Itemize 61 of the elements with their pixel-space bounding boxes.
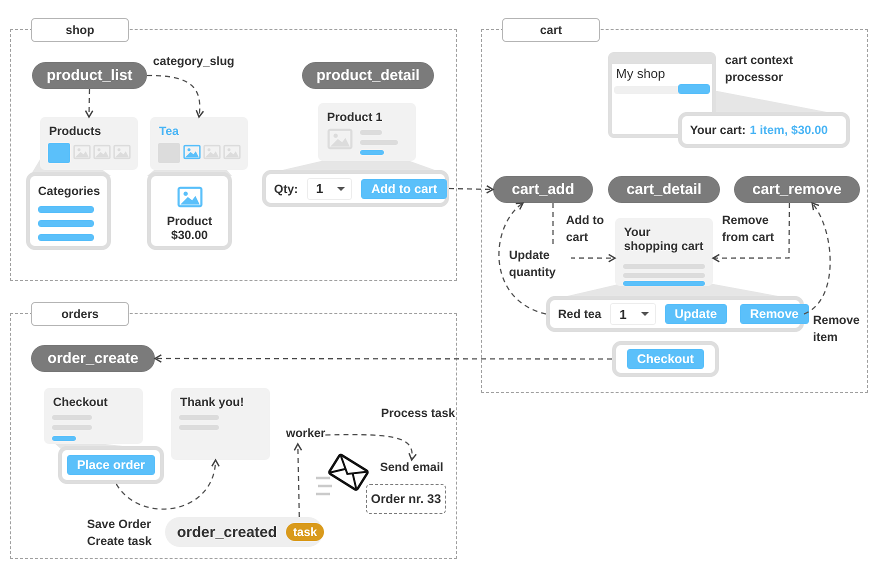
- action-button: Update: [664, 304, 727, 324]
- form-row: [612, 341, 719, 377]
- field-label: Red tea: [558, 307, 602, 321]
- group-title: shop: [31, 18, 129, 42]
- dashed-arrow: [294, 443, 302, 518]
- card-title: Product 1: [327, 110, 384, 124]
- dashed-arrow: [804, 202, 831, 315]
- quantity-select: 1: [307, 178, 352, 200]
- action-button: Add to cart: [361, 178, 448, 198]
- field-label: Qty:: [274, 182, 298, 196]
- action-button: Place order: [66, 455, 156, 475]
- dashed-arrow: [325, 434, 416, 461]
- card-title: Products: [49, 124, 102, 138]
- group-title: cart: [502, 18, 600, 42]
- dashed-arrow: [498, 202, 546, 315]
- form-row: [262, 170, 449, 207]
- cart-summary: 1 item, $30.00: [750, 123, 828, 137]
- page-card: [150, 117, 248, 170]
- page-card: [40, 117, 138, 170]
- card-title: Categories: [38, 184, 99, 198]
- card-title: Tea: [159, 124, 180, 138]
- message-box: Order nr. 33: [366, 484, 446, 514]
- dashed-arrow: [712, 203, 790, 262]
- dashed-arrow: [448, 185, 494, 194]
- task-badge: task: [286, 523, 324, 541]
- edge-label: category_slug: [153, 53, 234, 70]
- view-pill: cart_add: [493, 176, 593, 203]
- page-card: [171, 388, 270, 460]
- view-pill: cart_remove: [734, 176, 860, 203]
- dashed-arrow: [154, 354, 612, 363]
- node-label: worker: [286, 426, 326, 444]
- popup-card: [147, 172, 232, 250]
- group-title: orders: [31, 302, 129, 326]
- browser-window: [608, 52, 716, 138]
- dashed-arrow: [84, 88, 94, 118]
- side-note: cart context processor: [725, 52, 794, 86]
- card-title: My shop: [616, 66, 666, 81]
- action-button: Remove: [740, 304, 809, 324]
- view-pill: product_detail: [302, 62, 434, 89]
- form-row: [58, 446, 164, 484]
- side-note: Save Order Create task: [87, 516, 153, 550]
- quantity-select: 1: [610, 303, 656, 325]
- field-label: Your cart:: [690, 123, 746, 137]
- field-label: order_created: [177, 524, 278, 540]
- view-pill: order_create: [31, 345, 155, 372]
- card-title: Your shopping cart: [624, 225, 704, 253]
- page-card: [615, 218, 713, 286]
- task-pill: [165, 517, 323, 547]
- page-card: [44, 388, 143, 444]
- view-pill: product_list: [32, 62, 147, 89]
- form-row: [678, 112, 850, 148]
- card-title: Checkout: [53, 395, 109, 409]
- card-title: Thank you!: [180, 395, 246, 409]
- dashed-arrow: [147, 74, 204, 118]
- dashed-arrow: [116, 459, 220, 510]
- view-pill: cart_detail: [608, 176, 720, 203]
- popup-card: [26, 172, 111, 250]
- card-title: Product $30.00: [166, 214, 214, 242]
- action-button: Checkout: [627, 349, 704, 369]
- page-card: [318, 103, 416, 161]
- node-label: Send email: [380, 460, 444, 476]
